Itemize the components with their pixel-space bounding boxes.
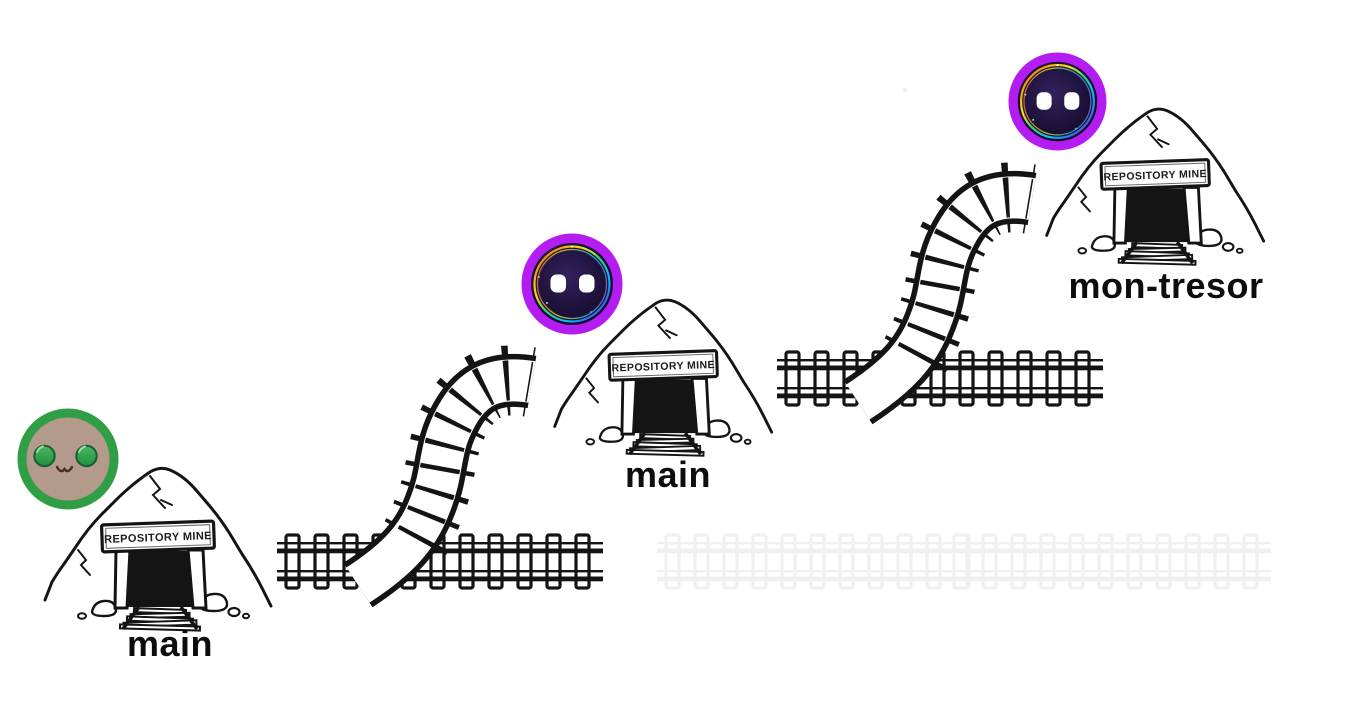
railway-junction-1 bbox=[275, 380, 605, 588]
purple-avatar-1 bbox=[520, 232, 624, 336]
repository-mine-1: REPOSITORY MINE bbox=[43, 466, 273, 633]
repository-mine-2: REPOSITORY MINE bbox=[552, 298, 774, 458]
avatar-eye-right bbox=[75, 444, 98, 468]
mine-sign-text: REPOSITORY MINE bbox=[611, 359, 715, 375]
avatar-mouth bbox=[55, 465, 74, 473]
branch-label-main-2: main bbox=[625, 454, 711, 495]
purple-avatar-2 bbox=[1007, 51, 1108, 152]
repository-mine-3: REPOSITORY MINE bbox=[1044, 107, 1266, 267]
green-avatar bbox=[17, 408, 119, 510]
branch-curve-track bbox=[858, 197, 1032, 402]
faded-future-track bbox=[655, 533, 1273, 590]
mine-sign-text: REPOSITORY MINE bbox=[104, 530, 212, 546]
paper-smudge bbox=[903, 88, 907, 92]
mine-sign-text: REPOSITORY MINE bbox=[1103, 168, 1207, 184]
branch-label-mon-tresor: mon-tresor bbox=[1068, 265, 1263, 306]
branch-curve-track bbox=[358, 380, 532, 585]
avatar-face bbox=[26, 417, 110, 501]
avatar-eye-left bbox=[33, 444, 56, 468]
branch-label-main-1: main bbox=[127, 623, 213, 664]
